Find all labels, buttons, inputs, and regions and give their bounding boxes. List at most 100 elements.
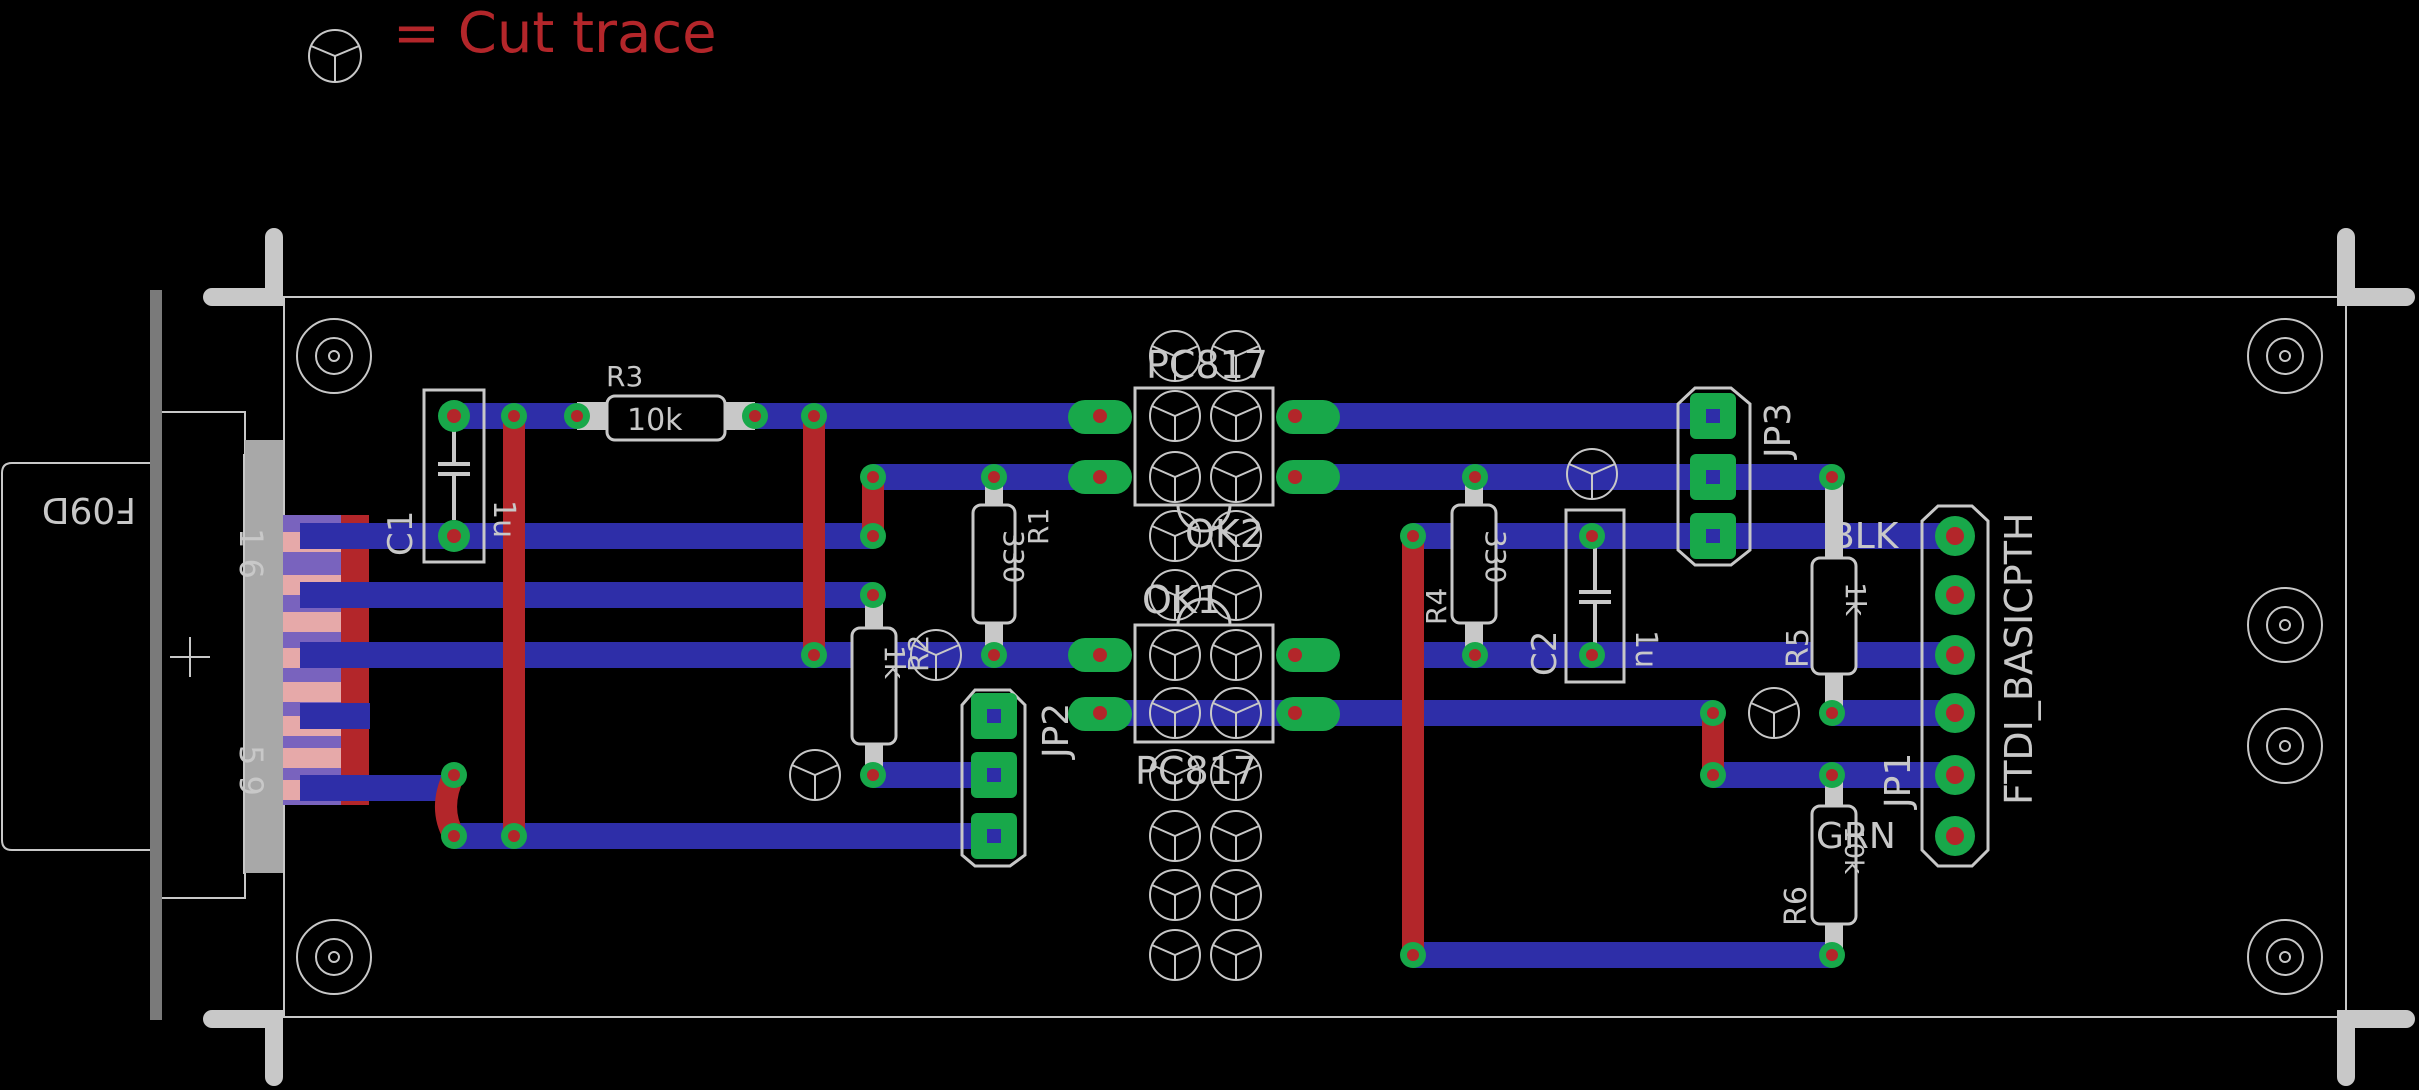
cut-trace-marker-icon xyxy=(1748,687,1800,739)
c2-name-label: C2 xyxy=(1525,631,1565,676)
pad-icon xyxy=(1935,693,1975,733)
cut-trace-grid-icon xyxy=(1149,810,1201,862)
pad-icon xyxy=(1700,762,1726,788)
cut-trace-marker-icon xyxy=(1566,448,1618,500)
r2-value-label: 1k xyxy=(878,645,911,680)
pad-icon xyxy=(1284,466,1306,488)
cut-trace-grid-icon xyxy=(1210,451,1262,503)
square-pad-icon xyxy=(971,813,1017,859)
cut-trace-grid-icon xyxy=(1149,569,1201,621)
header-jp1-ftdi: FTDI_BASICPTH JP1 BLK GRN xyxy=(1816,504,2041,868)
square-pad-icon xyxy=(971,693,1017,739)
blk-pin-label: BLK xyxy=(1830,516,1900,557)
cut-trace-grid-icon xyxy=(1149,451,1201,503)
pad-icon xyxy=(1089,702,1111,724)
pad-icon xyxy=(1462,464,1488,490)
square-pad-icon xyxy=(1690,454,1736,500)
square-pad-icon xyxy=(1690,393,1736,439)
ok2-name-label: OK2 xyxy=(1185,512,1264,556)
pad-icon xyxy=(438,520,470,552)
pad-icon xyxy=(1400,523,1426,549)
mounting-hole-icon xyxy=(2247,708,2323,784)
pad-icon xyxy=(981,464,1007,490)
r2-name-label: R2 xyxy=(902,635,935,672)
cut-trace-grid-icon xyxy=(1149,330,1201,382)
cut-trace-grid-icon xyxy=(1210,629,1262,681)
r4-name-label: R4 xyxy=(1420,588,1453,625)
ok1-name-label: OK1 xyxy=(1142,578,1221,622)
pad-icon xyxy=(1462,642,1488,668)
c1-value-label: 1u xyxy=(486,500,521,538)
r3-name-label: R3 xyxy=(606,360,643,393)
pad-icon xyxy=(1089,466,1111,488)
capacitor-c1: C1 1u X1 xyxy=(381,388,521,564)
pad-icon xyxy=(860,582,886,608)
cut-trace-grid-icon xyxy=(1210,569,1262,621)
pad-icon xyxy=(801,642,827,668)
pad-icon xyxy=(1400,942,1426,968)
cut-trace-grid-icon xyxy=(1210,749,1262,801)
cut-trace-grid-icon xyxy=(1149,510,1201,562)
component-pads xyxy=(438,393,1975,968)
r4-value-label: 330 xyxy=(1479,530,1512,583)
mounting-hole-icon xyxy=(296,318,372,394)
r5-name-label: R5 xyxy=(1781,628,1816,668)
cut-trace-grid-icon xyxy=(1210,510,1262,562)
pad-icon xyxy=(1819,942,1845,968)
r3-value-label: 10k xyxy=(627,403,683,438)
square-pad-icon xyxy=(1690,513,1736,559)
grn-pin-label: GRN xyxy=(1816,816,1896,857)
optocoupler-ok1: OK1 PC817 xyxy=(1133,578,1275,793)
jp2-name-label: JP2 xyxy=(1036,703,1077,760)
mounting-hole-icon xyxy=(296,919,372,995)
cut-trace-marker-icon xyxy=(789,749,841,801)
pad-icon xyxy=(1935,816,1975,856)
cut-trace-grid-icon xyxy=(1149,687,1201,739)
x1-value-label: F09D xyxy=(42,489,136,530)
c1-name-label: C1 xyxy=(381,511,421,556)
cut-trace-markers xyxy=(789,448,1800,801)
mounting-hole-icon xyxy=(2247,587,2323,663)
pad-icon xyxy=(441,762,467,788)
pad-icon xyxy=(501,823,527,849)
pad-icon xyxy=(1284,702,1306,724)
cut-trace-grid xyxy=(1149,330,1262,981)
cut-trace-grid-icon xyxy=(1210,929,1262,981)
legend-text: = Cut trace xyxy=(393,1,717,66)
pad-icon xyxy=(1579,642,1605,668)
bottom-copper-traces xyxy=(300,403,1953,968)
cut-trace-grid-icon xyxy=(1149,869,1201,921)
pad-icon xyxy=(438,400,470,432)
pad-icon xyxy=(1935,635,1975,675)
pad-icon xyxy=(1089,644,1111,666)
pad-icon xyxy=(1700,700,1726,726)
cut-trace-grid-icon xyxy=(1210,390,1262,442)
pad-icon xyxy=(860,464,886,490)
c2-value-label: 1u xyxy=(1628,630,1663,668)
square-pad-icon xyxy=(971,752,1017,798)
r5-value-label: 1k xyxy=(1839,582,1872,617)
pad-icon xyxy=(564,403,590,429)
r1-value-label: 330 xyxy=(997,530,1030,583)
pad-icon xyxy=(981,642,1007,668)
db9-connector: F09D 1 6 5 9 xyxy=(1,290,369,1020)
cut-trace-symbol-icon xyxy=(308,29,362,83)
resistor-r1: 330 R1 xyxy=(971,480,1055,652)
cut-trace-marker-icon xyxy=(910,629,962,681)
cut-trace-grid-icon xyxy=(1149,929,1201,981)
pad-icon xyxy=(501,403,527,429)
pad-icon xyxy=(860,762,886,788)
pad-icon xyxy=(441,823,467,849)
pad-icon xyxy=(1935,575,1975,615)
mounting-hole-icon xyxy=(2247,919,2323,995)
resistor-r6: 10k R6 xyxy=(1779,776,1868,956)
cut-trace-grid-icon xyxy=(1149,390,1201,442)
capacitor-c2: C2 1u xyxy=(1525,508,1663,684)
jp3-name-label: JP3 xyxy=(1758,403,1799,460)
cut-trace-grid-icon xyxy=(1210,687,1262,739)
jp1-value-label: FTDI_BASICPTH xyxy=(1997,513,2041,806)
pad-icon xyxy=(1819,762,1845,788)
r1-name-label: R1 xyxy=(1022,508,1055,545)
resistor-r3: R3 10k xyxy=(577,360,755,442)
